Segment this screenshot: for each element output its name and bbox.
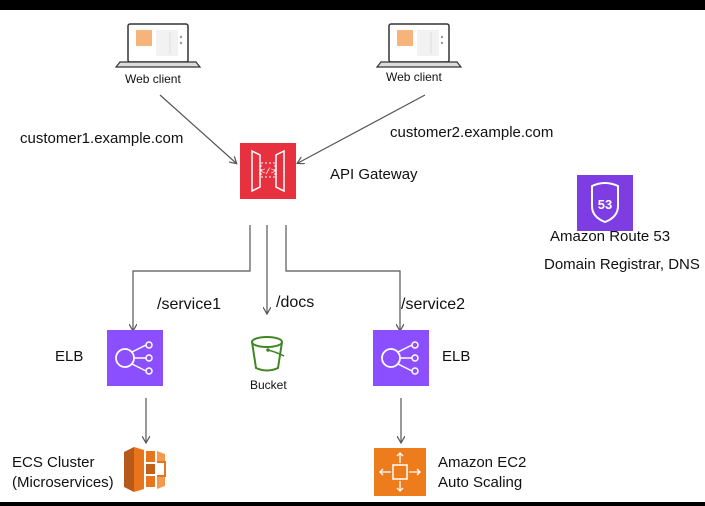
arrow-client2-to-gateway: [298, 94, 426, 163]
client1-domain-label: customer1.example.com: [20, 130, 184, 147]
elb-2-icon: [373, 330, 429, 386]
arrow-gateway-to-elb2: [285, 225, 400, 330]
elb-1-icon: [107, 330, 163, 386]
ec2-label-line2: Auto Scaling: [438, 474, 523, 491]
bucket-label: Bucket: [250, 378, 287, 392]
route53-glyph: 53: [598, 197, 612, 212]
web-client-2-laptop-icon: [375, 23, 463, 68]
bucket-icon: [251, 336, 285, 372]
web-client-2-label: Web client: [386, 70, 442, 84]
ec2-auto-scaling-icon: [374, 448, 426, 496]
arrow-gateway-to-elb1: [133, 225, 251, 330]
arrow-client1-to-gateway: [159, 94, 236, 163]
ecs-cluster-icon: [124, 447, 166, 492]
elb-2-label: ELB: [442, 348, 471, 365]
api-gateway-label: API Gateway: [330, 166, 418, 183]
elb-1-label: ELB: [55, 348, 84, 365]
ecs-label-line1: ECS Cluster: [12, 454, 95, 471]
web-client-1-laptop-icon: [114, 23, 202, 68]
diagram-canvas: </> 53: [0, 10, 705, 502]
api-gateway-glyph: </>: [260, 167, 276, 177]
ec2-label-line1: Amazon EC2: [438, 454, 527, 471]
route-docs-label: /docs: [276, 294, 315, 311]
route-service2-label: /service2: [401, 296, 466, 313]
route53-icon: 53: [577, 175, 633, 231]
diagram-graphics: </> 53: [107, 23, 633, 496]
route-service1-label: /service1: [157, 296, 222, 313]
route53-label: Amazon Route 53: [550, 228, 671, 245]
api-gateway-icon: </>: [240, 143, 296, 199]
route53-sublabel: Domain Registrar, DNS: [544, 256, 700, 273]
client2-domain-label: customer2.example.com: [390, 124, 554, 141]
web-client-1-label: Web client: [125, 72, 181, 86]
ecs-label-line2: (Microservices): [12, 474, 114, 491]
